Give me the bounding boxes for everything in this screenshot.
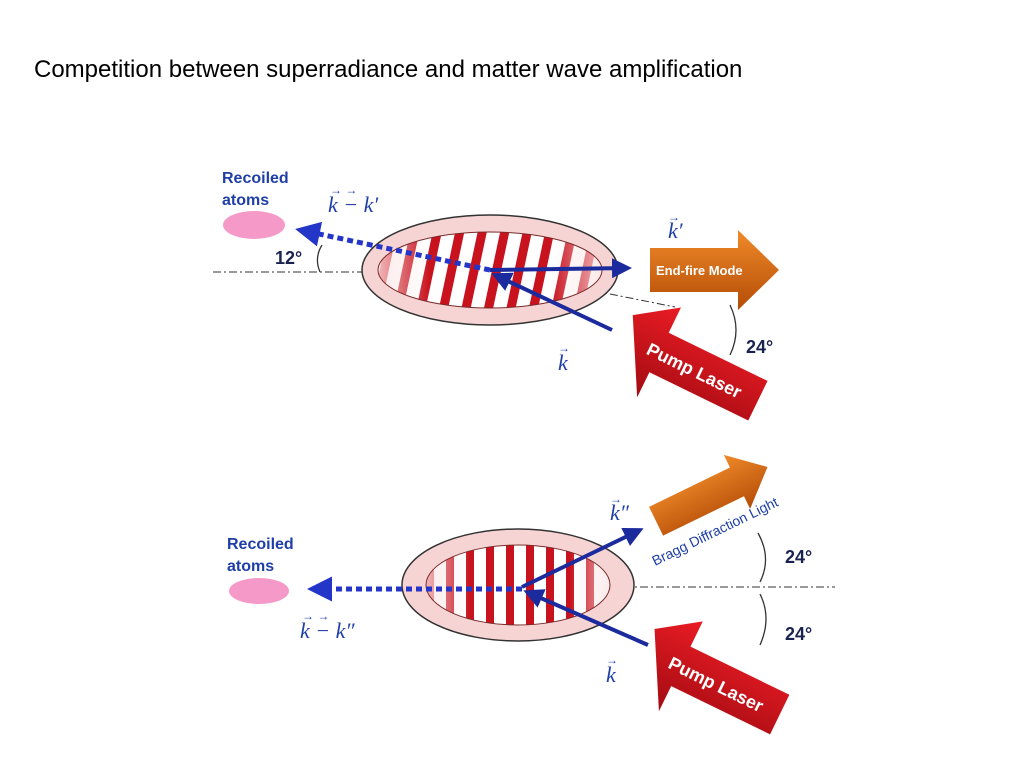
- bottom-vec-in-arrow-icon: →: [606, 653, 618, 667]
- bottom-recoiled-label-1: Recoiled: [227, 536, 294, 553]
- bottom-vec-diff-label: k − k″: [300, 618, 355, 643]
- top-angle-arc-12: [316, 244, 323, 273]
- top-diagram: Recoiled atoms k − k′ → → 12° k′ → k → E…: [213, 170, 779, 421]
- top-recoiled-atoms-blob: [223, 211, 285, 239]
- top-vec-out-label: k′: [668, 218, 684, 243]
- bottom-pump-vector: [523, 589, 649, 647]
- top-scattered-vector: [489, 258, 632, 279]
- bottom-angle-upper-label: 24°: [785, 547, 812, 567]
- bottom-pump-laser-arrow: Pump Laser: [654, 621, 790, 735]
- top-angle-arc-24: [729, 304, 737, 356]
- bottom-angle-lower-label: 24°: [785, 624, 812, 644]
- top-endfire-label: End-fire Mode: [656, 263, 743, 278]
- top-vec-diff-arrow-icon: → →: [330, 183, 357, 197]
- bottom-diagram: Recoiled atoms k − k″ → → k″ → k → Bragg…: [227, 454, 835, 735]
- top-recoiled-label-1: Recoiled: [222, 170, 289, 187]
- top-vec-diff-label: k − k′: [328, 192, 379, 217]
- bottom-bragg-vector: [521, 527, 644, 589]
- bottom-angle-arc-lower: [759, 593, 767, 646]
- top-angle-12-label: 12°: [275, 248, 302, 268]
- bottom-angle-arc-upper: [757, 532, 767, 583]
- top-tilt-line: [499, 271, 676, 308]
- bottom-vec-in-label: k: [606, 662, 617, 687]
- top-pump-laser-arrow: Pump Laser: [632, 307, 768, 421]
- bottom-bragg-arrow: [649, 454, 768, 536]
- bottom-inner-cloud: [425, 544, 611, 626]
- top-recoil-vector: [295, 221, 491, 273]
- top-angle-24-label: 24°: [746, 337, 773, 357]
- top-vec-out-arrow-icon: →: [668, 210, 680, 224]
- top-pump-vector: [491, 272, 613, 332]
- top-recoiled-label-2: atoms: [222, 192, 269, 209]
- top-endfire-arrow: End-fire Mode: [650, 230, 779, 310]
- bottom-recoiled-label-2: atoms: [227, 558, 274, 575]
- top-vec-in-label: k: [558, 350, 569, 375]
- top-vec-in-arrow-icon: →: [558, 341, 570, 355]
- bottom-vec-out-arrow-icon: →: [610, 492, 622, 506]
- bottom-vec-diff-arrow-icon: → →: [302, 609, 329, 623]
- slide-title: Competition between superradiance and ma…: [34, 56, 743, 83]
- bottom-recoiled-atoms-blob: [229, 578, 289, 604]
- bottom-vec-out-label: k″: [610, 500, 630, 525]
